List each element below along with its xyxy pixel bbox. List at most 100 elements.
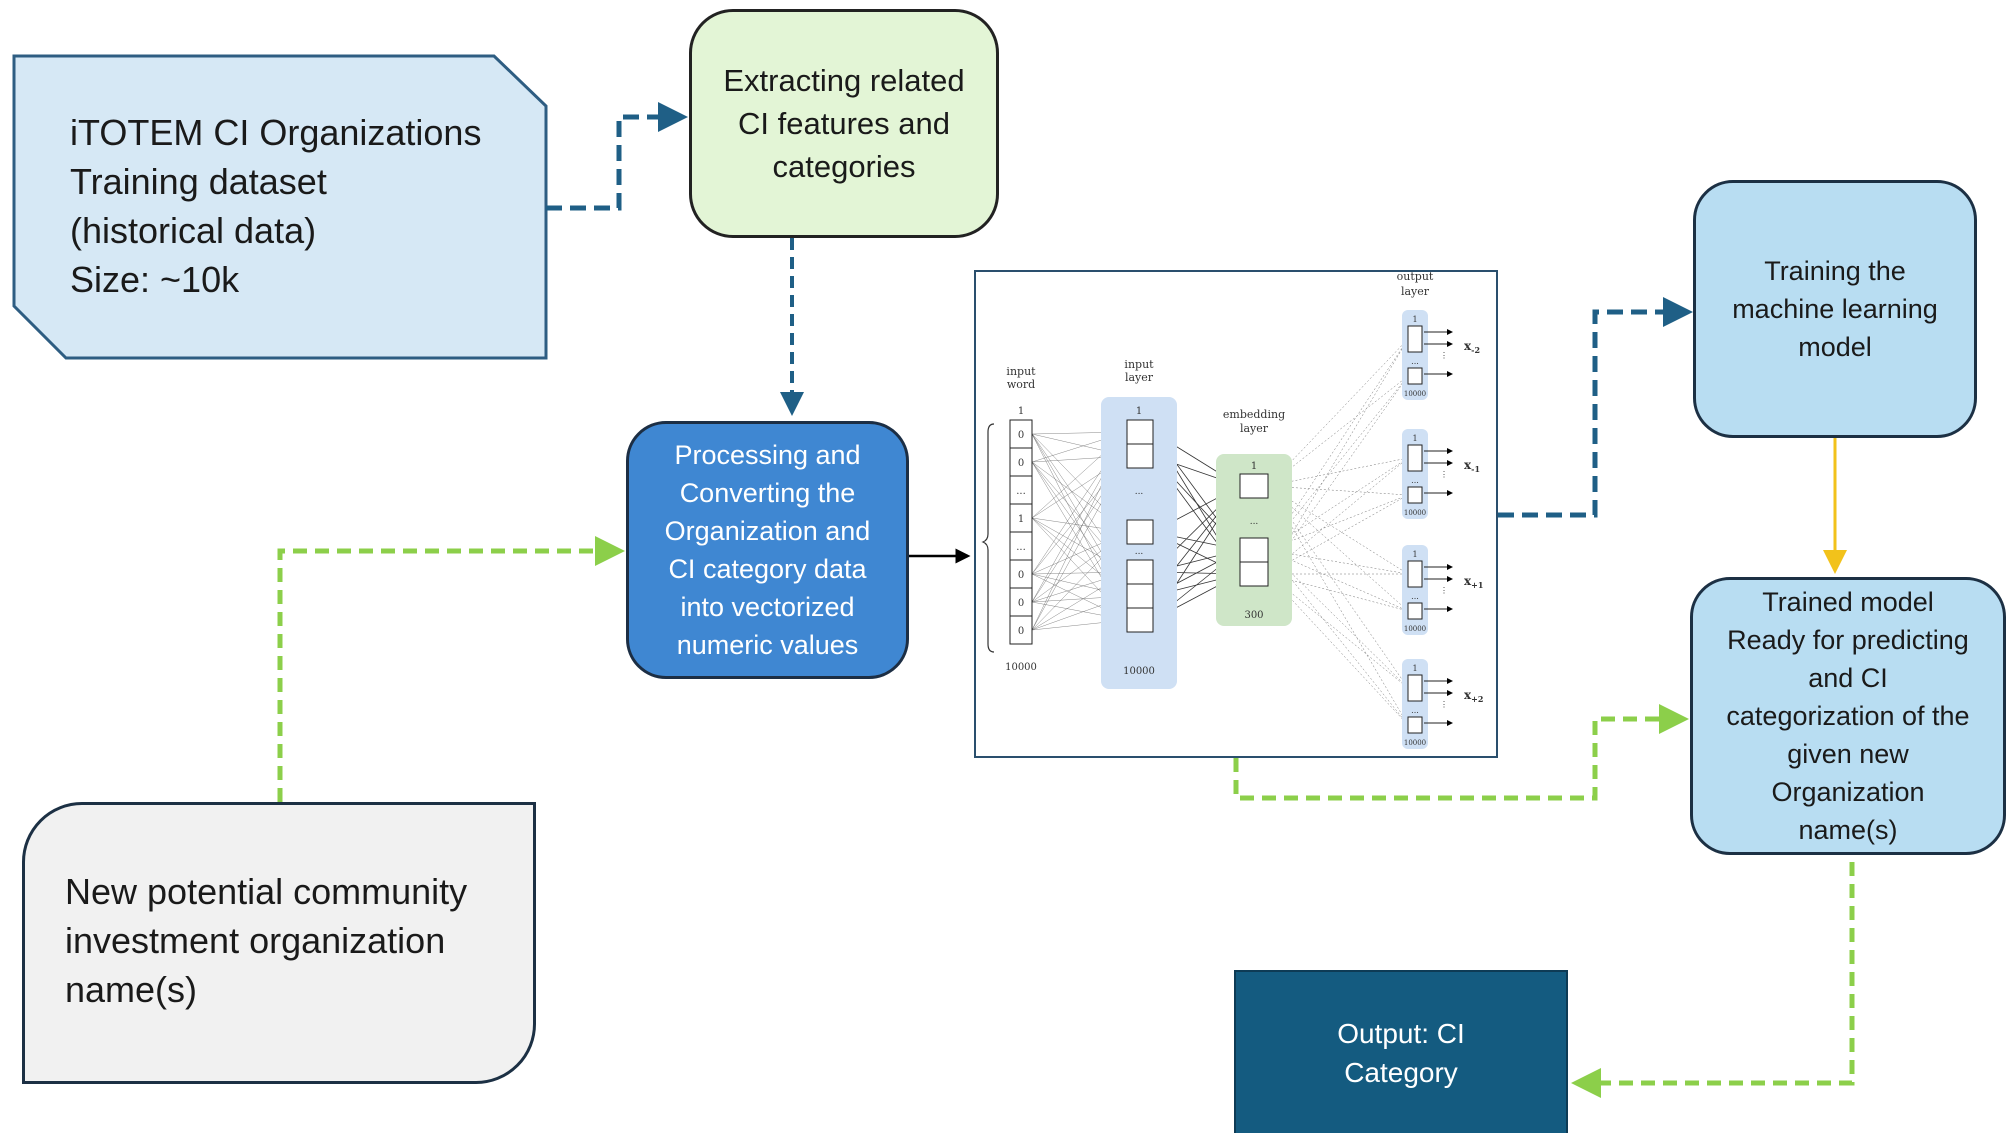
output-ellipsis: ... — [1411, 706, 1419, 715]
dataset-shape — [12, 54, 548, 360]
input-word-value: 0 — [1018, 626, 1024, 637]
dataset-line: iTOTEM CI Organizations — [70, 112, 482, 153]
process-line: Processing and — [674, 440, 861, 470]
process-line: numeric values — [676, 630, 859, 660]
output-group-subscript: +2 — [1471, 694, 1483, 704]
embedding-unit — [1239, 537, 1269, 563]
output-category-node: Output: CI Category — [1234, 970, 1568, 1133]
input-word-label: input — [1006, 365, 1036, 378]
input-size-label: 10000 — [1005, 662, 1037, 673]
output-top-index: 1 — [1412, 550, 1417, 559]
new-organization-node: New potential community investment organ… — [22, 802, 536, 1084]
input-word-cell — [1009, 615, 1033, 645]
training-dataset-node: iTOTEM CI Organizations Training dataset… — [14, 56, 546, 358]
input-layer-label: input — [1124, 358, 1154, 371]
output-group-subscript: +1 — [1471, 580, 1483, 590]
embedding-layer-label: embedding — [1223, 408, 1285, 421]
input-layer-top-index: 1 — [1136, 406, 1142, 417]
output-size-label: 10000 — [1404, 625, 1426, 633]
output-unit — [1407, 367, 1423, 385]
extract-line: Extracting related — [723, 63, 965, 98]
output-vertical-ellipsis: ⋮ — [1440, 700, 1448, 709]
output-vertical-ellipsis: ⋮ — [1440, 586, 1448, 595]
connector-network-to-train — [1498, 297, 1693, 518]
trained-line: name(s) — [1798, 815, 1898, 845]
input-layer-unit — [1126, 583, 1154, 609]
output-ellipsis: ... — [1411, 592, 1419, 601]
output-ellipsis: ... — [1411, 476, 1419, 485]
output-unit — [1407, 486, 1423, 504]
output-group-label: x-2 — [1464, 339, 1480, 355]
trained-line: categorization of the — [1726, 701, 1970, 731]
neural-network-diagram: input word input layer embedding layer o… — [981, 272, 1484, 749]
input-word-value: 0 — [1018, 598, 1024, 609]
output-vertical-ellipsis: ⋮ — [1440, 351, 1448, 360]
embedding-layer-label: layer — [1240, 422, 1269, 435]
trained-line: Ready for predicting — [1727, 625, 1969, 655]
dataset-line: Size: ~10k — [70, 259, 240, 300]
output-unit — [1407, 716, 1423, 734]
process-line: into vectorized — [680, 592, 855, 622]
dataset-line: Training dataset — [70, 161, 327, 202]
extract-features-node: Extracting related CI features and categ… — [689, 9, 999, 238]
trained-model-node: Trained model Ready for predicting and C… — [1690, 577, 2006, 855]
output-top-index: 1 — [1412, 315, 1417, 324]
output-top-index: 1 — [1412, 664, 1417, 673]
embedding-size-label: 300 — [1244, 610, 1263, 621]
output-unit — [1407, 560, 1423, 588]
output-size-label: 10000 — [1404, 739, 1426, 747]
connector-network-to-trained — [1233, 704, 1689, 801]
trained-line: and CI — [1808, 663, 1888, 693]
training-dataset-text: iTOTEM CI Organizations Training dataset… — [70, 108, 481, 304]
input-word-value: 0 — [1018, 458, 1024, 469]
embedding-layer-units: ... — [1239, 473, 1269, 587]
input-word-label: word — [1007, 378, 1035, 391]
train-line: model — [1798, 332, 1872, 362]
output-unit — [1407, 325, 1423, 353]
embedding-to-output-edge — [1267, 494, 1409, 575]
extract-line: CI features and — [738, 106, 950, 141]
connector-dataset-to-extract — [546, 102, 688, 211]
output-group-subscript: -1 — [1471, 464, 1480, 474]
connector-trained-to-output — [1571, 862, 1855, 1098]
input-word-value: ... — [1016, 486, 1026, 497]
output-group-label: x+1 — [1464, 574, 1483, 590]
output-layer-label: layer — [1401, 285, 1430, 298]
connector-new-to-process — [277, 536, 625, 802]
input-word-value: 0 — [1018, 570, 1024, 581]
output-layer-groups: 1... 10000 ⋮ x-2 1... 10000 ⋮ x-1 1... 10000 ⋮ x+1 1… — [1404, 315, 1484, 747]
input-word-column: 0 0... 1... 0 0 0 — [1009, 419, 1033, 645]
newcomm-line: name(s) — [65, 969, 198, 1010]
output-unit — [1407, 602, 1423, 620]
input-layer-unit — [1126, 519, 1154, 545]
trained-line: Organization — [1771, 777, 1925, 807]
output-group-label: x-1 — [1464, 458, 1480, 474]
input-word-value: 1 — [1018, 514, 1024, 525]
neural-network-figure: input word input layer embedding layer o… — [974, 270, 1498, 758]
output-size-label: 10000 — [1404, 390, 1426, 398]
output-layer-label: output — [1397, 272, 1434, 283]
train-line: machine learning — [1732, 294, 1938, 324]
output-unit — [1407, 444, 1423, 472]
input-word-value: 0 — [1018, 430, 1024, 441]
extract-line: categories — [772, 149, 916, 184]
embedding-unit — [1239, 473, 1269, 499]
embedding-unit — [1239, 561, 1269, 587]
input-word-value: ... — [1016, 542, 1026, 553]
output-ellipsis: ... — [1411, 357, 1419, 366]
output-line: Category — [1344, 1056, 1458, 1088]
input-layer-unit — [1126, 443, 1154, 469]
train-line: Training the — [1764, 256, 1906, 286]
embedding-to-output-edge — [1267, 485, 1409, 496]
output-group-subscript: -2 — [1471, 345, 1480, 355]
embedding-top-index: 1 — [1251, 461, 1257, 472]
dataset-line: (historical data) — [70, 210, 317, 251]
process-line: Organization and — [664, 516, 871, 546]
embedding-ellipsis: ... — [1250, 517, 1259, 527]
output-unit — [1407, 674, 1423, 702]
newcomm-line: New potential community — [65, 871, 468, 912]
embedding-to-output-edge — [1267, 485, 1409, 575]
embedding-to-output-edge — [1267, 485, 1409, 612]
output-size-label: 10000 — [1404, 509, 1426, 517]
newcomm-line: investment organization — [65, 920, 446, 961]
